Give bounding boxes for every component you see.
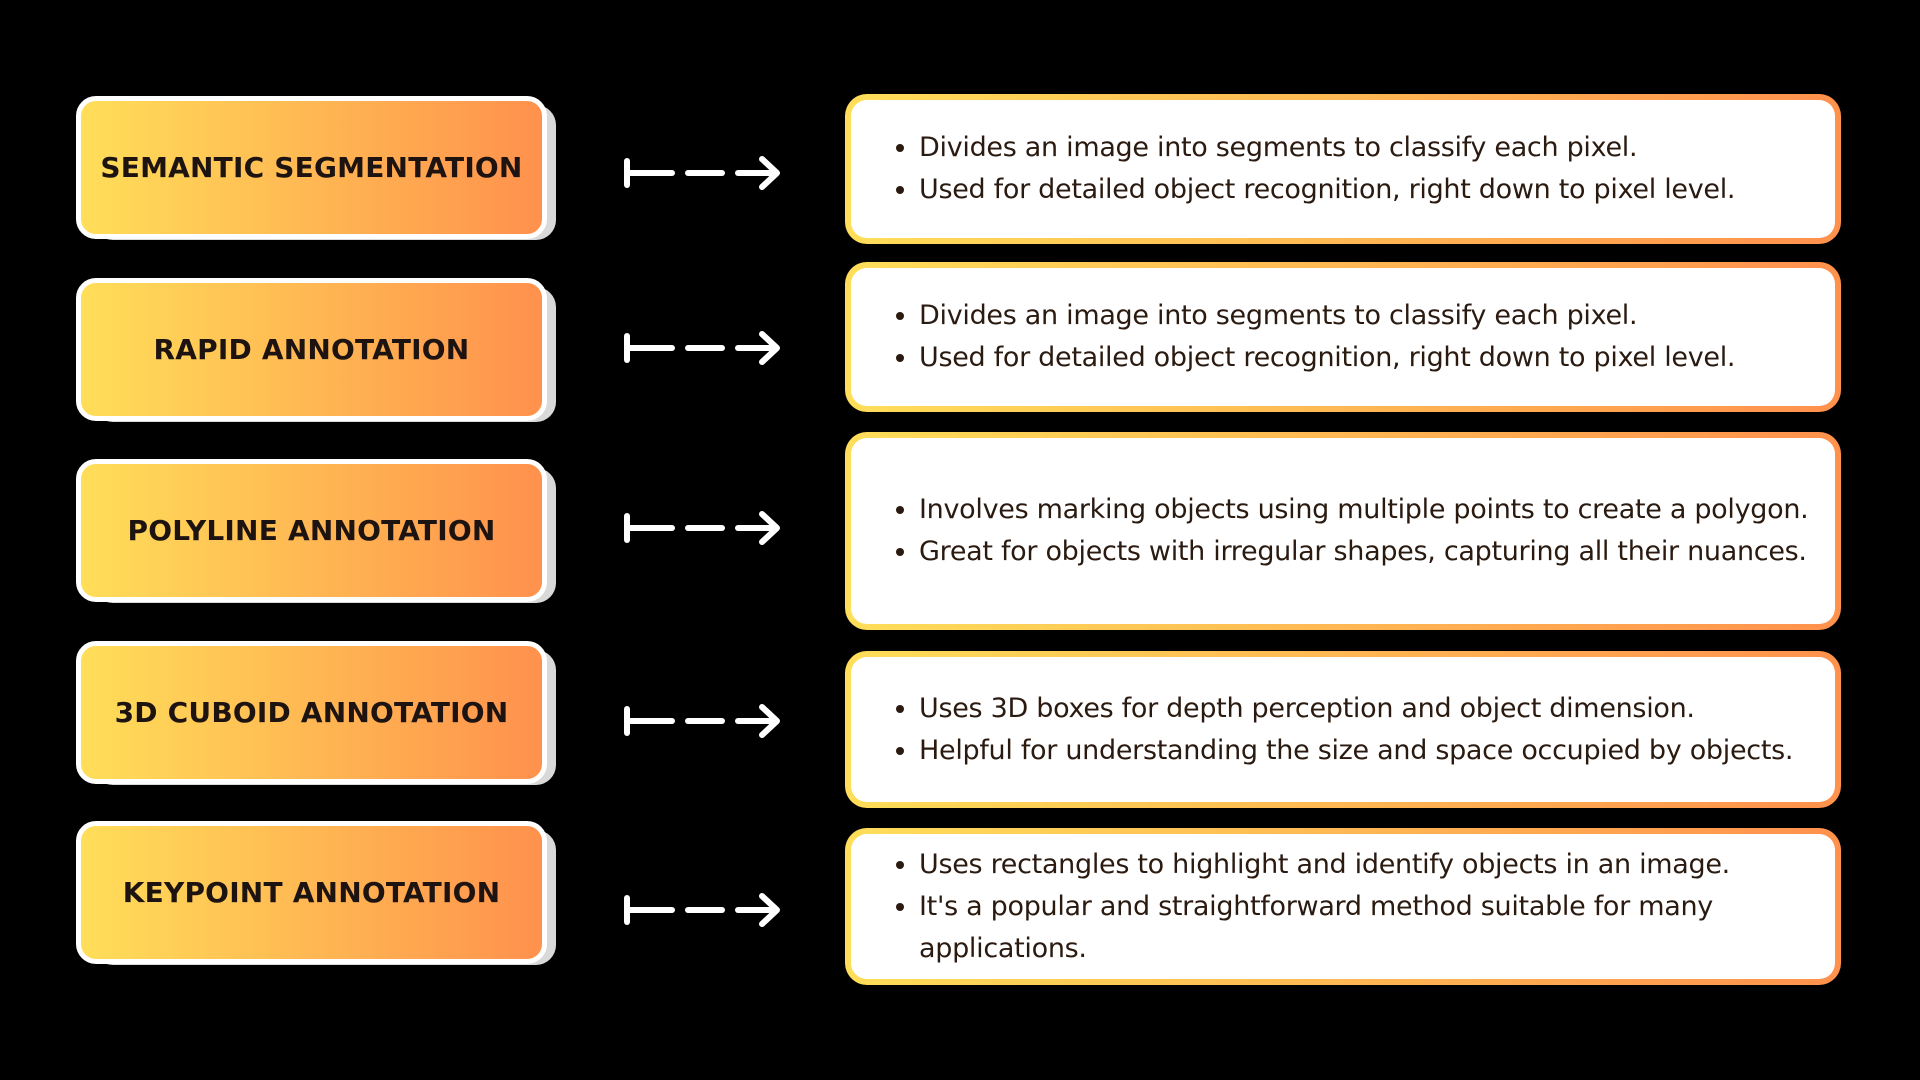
- description-keypoint-annotation: Uses rectangles to highlight and identif…: [845, 828, 1841, 985]
- bullet-item: Used for detailed object recognition, ri…: [919, 169, 1825, 211]
- bullet-item: Helpful for understanding the size and s…: [919, 730, 1825, 772]
- bullet-item: Involves marking objects using multiple …: [919, 489, 1825, 531]
- bullet-item: Great for objects with irregular shapes,…: [919, 531, 1825, 573]
- label-text: RAPID ANNOTATION: [153, 333, 470, 366]
- bullet-item: Divides an image into segments to classi…: [919, 127, 1825, 169]
- bullet-list: Involves marking objects using multiple …: [891, 489, 1825, 573]
- label-text: POLYLINE ANNOTATION: [127, 514, 496, 547]
- arrow-right-icon: [624, 331, 780, 365]
- bullet-item: Uses rectangles to highlight and identif…: [919, 844, 1825, 886]
- description-card: Uses rectangles to highlight and identif…: [851, 834, 1835, 979]
- label-rapid-annotation: RAPID ANNOTATION: [76, 278, 547, 421]
- label-text: 3D CUBOID ANNOTATION: [114, 696, 509, 729]
- description-polyline-annotation: Involves marking objects using multiple …: [845, 432, 1841, 630]
- description-card: Involves marking objects using multiple …: [851, 438, 1835, 624]
- bullet-list: Divides an image into segments to classi…: [891, 127, 1825, 211]
- arrow-right-icon: [624, 704, 780, 738]
- arrow-right-icon: [624, 156, 780, 190]
- label-keypoint-annotation: KEYPOINT ANNOTATION: [76, 821, 547, 964]
- bullet-item: It's a popular and straightforward metho…: [919, 886, 1825, 970]
- label-semantic-segmentation: SEMANTIC SEGMENTATION: [76, 96, 547, 239]
- label-text: KEYPOINT ANNOTATION: [122, 876, 501, 909]
- description-semantic-segmentation: Divides an image into segments to classi…: [845, 94, 1841, 244]
- bullet-item: Uses 3D boxes for depth perception and o…: [919, 688, 1825, 730]
- arrow-right-icon: [624, 511, 780, 545]
- label-3d-cuboid-annotation: 3D CUBOID ANNOTATION: [76, 641, 547, 784]
- bullet-item: Used for detailed object recognition, ri…: [919, 337, 1825, 379]
- description-card: Divides an image into segments to classi…: [851, 268, 1835, 406]
- label-text: SEMANTIC SEGMENTATION: [100, 151, 523, 184]
- arrow-right-icon: [624, 893, 780, 927]
- description-rapid-annotation: Divides an image into segments to classi…: [845, 262, 1841, 412]
- bullet-list: Uses rectangles to highlight and identif…: [891, 844, 1825, 970]
- description-card: Divides an image into segments to classi…: [851, 100, 1835, 238]
- description-3d-cuboid-annotation: Uses 3D boxes for depth perception and o…: [845, 651, 1841, 808]
- bullet-item: Divides an image into segments to classi…: [919, 295, 1825, 337]
- bullet-list: Uses 3D boxes for depth perception and o…: [891, 688, 1825, 772]
- label-polyline-annotation: POLYLINE ANNOTATION: [76, 459, 547, 602]
- bullet-list: Divides an image into segments to classi…: [891, 295, 1825, 379]
- description-card: Uses 3D boxes for depth perception and o…: [851, 657, 1835, 802]
